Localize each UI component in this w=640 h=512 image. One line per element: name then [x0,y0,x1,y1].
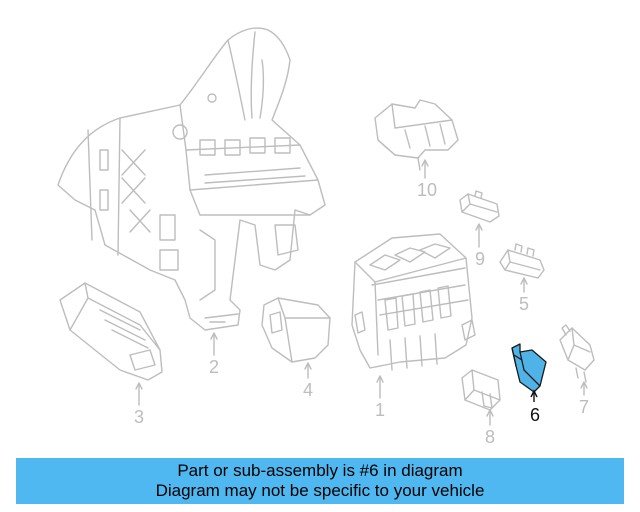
arrow-10 [421,159,429,167]
callout-4: 4 [302,380,314,400]
part-8-connector [461,369,501,411]
part-5-relay [499,243,545,279]
banner-line-disclaimer: Diagram may not be specific to your vehi… [155,481,485,500]
part-9-relay [459,190,500,223]
arrow-1 [376,375,384,383]
part-2-bracket [57,27,326,331]
arrow-4 [304,362,312,370]
callout-9: 9 [474,249,486,269]
parts-diagram [57,27,595,426]
part-10-relay-bracket [374,99,459,171]
arrow-3 [135,382,143,390]
banner-line-part: Part or sub-assembly is #6 in diagram [177,461,463,480]
leader-6 [530,389,538,402]
callout-2: 2 [208,357,220,377]
part-1-fuse-box [351,233,476,371]
callout-10: 10 [416,180,438,200]
part-7-fuse [559,324,595,383]
callout-7: 7 [578,397,590,417]
arrow-7 [580,381,588,389]
arrow-9 [475,223,483,231]
callout-6: 6 [529,405,541,425]
arrow-5 [520,277,528,285]
callout-1: 1 [374,400,386,420]
part-4-module [261,297,331,363]
info-banner: Part or sub-assembly is #6 in diagram Di… [16,458,624,504]
callout-8: 8 [484,427,496,447]
part-3-cover [59,282,163,381]
arrow-8 [486,409,494,417]
part-6-fuse-highlighted[interactable] [511,343,547,393]
arrow-2 [210,332,218,340]
callout-3: 3 [133,407,145,427]
callout-5: 5 [518,294,530,314]
